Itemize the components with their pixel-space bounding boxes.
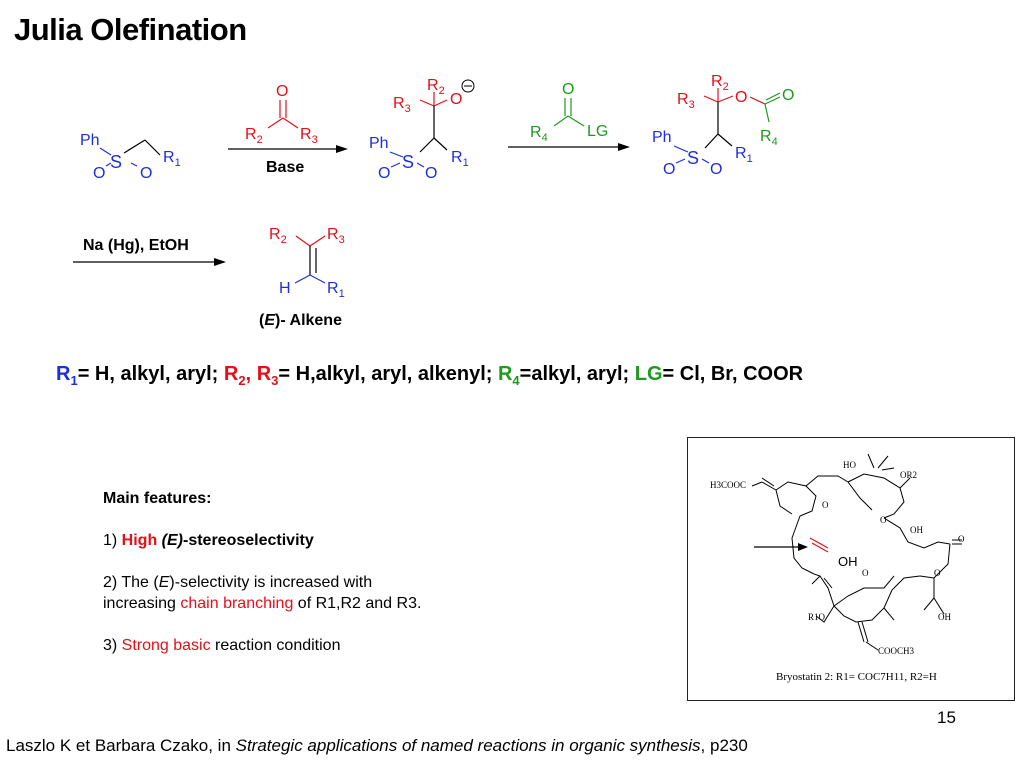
atom-ph: Ph (369, 135, 389, 152)
r2-label: R2 (711, 73, 729, 93)
atom-o: O (562, 81, 574, 98)
atom-o-carbonyl: O (782, 87, 794, 104)
label-oh-lower: OH (938, 612, 951, 622)
reaction-scheme: Ph S O O R1 O R2 R3 Base R2 R3 O R1 Ph (73, 73, 794, 329)
atom-o-left: O (93, 165, 105, 182)
label-o-ester: O (934, 568, 941, 578)
r2-label: R2 (245, 126, 263, 146)
r1-label: R1 (451, 149, 469, 169)
atom-s: S (110, 152, 122, 172)
label-oh-big: OH (838, 554, 858, 569)
r4-label: R4 (760, 128, 778, 148)
carbonyl-reagent: O R2 R3 (245, 83, 318, 146)
atom-ph: Ph (652, 129, 672, 146)
atom-o-right: O (140, 165, 152, 182)
atom-ph: Ph (80, 132, 100, 149)
atom-h: H (279, 280, 291, 297)
label-o-ring-b: O (880, 515, 887, 525)
acylating-reagent: O R4 LG (530, 81, 608, 144)
alkene-product: R2 R3 H R1 (269, 226, 345, 300)
r3-label: R3 (300, 126, 318, 146)
atom-o-right: O (710, 161, 722, 178)
atom-o: O (276, 83, 288, 100)
feature-2: 2) The (E)-selectivity is increased with… (103, 574, 422, 612)
alkoxide-intermediate: R2 R3 O R1 Ph S O O (369, 77, 475, 182)
ester-intermediate: R2 R3 O O R4 R1 Ph S O O (652, 73, 794, 178)
atom-s: S (402, 152, 414, 172)
atom-o-left: O (378, 165, 390, 182)
atom-s: S (687, 148, 699, 168)
features-heading: Main features: (103, 490, 212, 507)
r1-label: R1 (327, 280, 345, 300)
label-or2: OR2 (900, 470, 917, 480)
citation: Laszlo K et Barbara Czako, in Strategic … (6, 736, 748, 755)
r1-label: R1 (735, 145, 753, 165)
label-o-ring-c: O (862, 568, 869, 578)
r3-label: R3 (393, 95, 411, 115)
product-label: (E)- Alkene (259, 312, 342, 329)
label-r1o: R1O (808, 612, 826, 622)
atom-o-left: O (663, 161, 675, 178)
main-features: Main features: 1) High (E)-stereoselecti… (103, 488, 421, 677)
slide-title: Julia Olefination (14, 12, 247, 47)
r1-label: R1 (163, 149, 181, 169)
label-oh-chain: OH (910, 525, 923, 535)
bryostatin-caption: Bryostatin 2: R1= COC7H11, R2=H (776, 671, 937, 683)
bryostatin-structure: H3COOC HO OR2 O O OH O OH O O R1O OH COO… (710, 453, 965, 683)
arrow-1-label: Base (266, 159, 304, 176)
atom-o-minus: O (450, 91, 462, 108)
r4-label: R4 (530, 124, 548, 144)
lg-label: LG (587, 123, 608, 140)
label-ho: HO (843, 460, 856, 470)
feature-1: 1) High (E)-stereoselectivity (103, 532, 314, 549)
r2-label: R2 (427, 77, 445, 97)
bryostatin-figure: H3COOC HO OR2 O O OH O OH O O R1O OH COO… (687, 437, 1015, 701)
arrow-3-label: Na (Hg), EtOH (83, 237, 189, 254)
label-o-carbonyl: O (958, 534, 965, 544)
page-number: 15 (937, 708, 956, 727)
sulfone-reactant: Ph S O O R1 (80, 132, 181, 182)
feature-3: 3) Strong basic reaction condition (103, 637, 341, 654)
r3-label: R3 (677, 91, 695, 111)
label-h3cooc: H3COOC (710, 480, 746, 490)
label-o-ring-a: O (822, 500, 829, 510)
substituent-definitions: R1= H, alkyl, aryl; R2, R3= H,alkyl, ary… (56, 363, 804, 388)
r2-label: R2 (269, 226, 287, 246)
atom-o-right: O (425, 165, 437, 182)
r3-label: R3 (327, 226, 345, 246)
label-cooch3: COOCH3 (878, 646, 915, 656)
atom-o-ester: O (735, 89, 747, 106)
